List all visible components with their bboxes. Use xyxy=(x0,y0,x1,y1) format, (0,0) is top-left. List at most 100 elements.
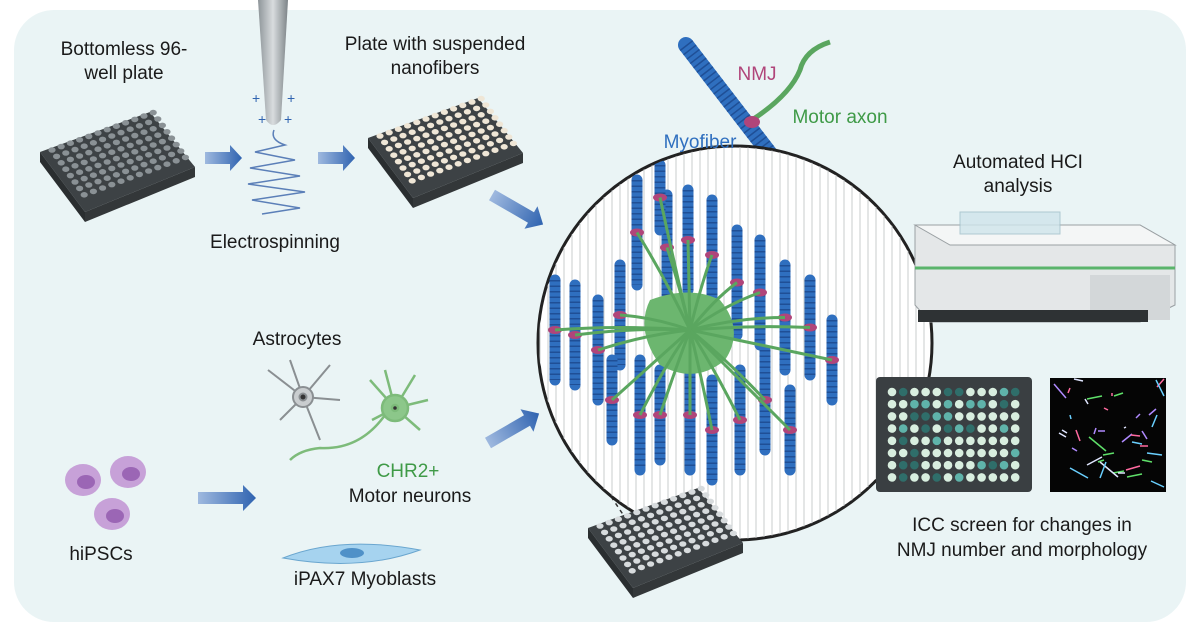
neurite xyxy=(1071,447,1078,452)
well xyxy=(637,532,645,538)
well xyxy=(468,99,476,105)
well xyxy=(966,448,975,458)
hipscs-label: hiPSCs xyxy=(69,544,132,565)
well xyxy=(473,105,481,112)
well xyxy=(381,139,389,146)
well xyxy=(57,143,65,150)
well xyxy=(943,424,953,433)
well xyxy=(422,132,430,138)
well xyxy=(399,149,407,155)
well xyxy=(988,412,998,421)
well xyxy=(624,545,632,551)
neurite xyxy=(1084,398,1089,405)
well xyxy=(431,129,439,135)
well xyxy=(670,496,678,502)
motor-axon xyxy=(658,197,692,331)
well xyxy=(966,424,975,433)
motor-neuron-icon xyxy=(289,369,429,461)
well xyxy=(413,119,421,126)
well xyxy=(454,128,462,135)
well xyxy=(112,155,120,162)
well xyxy=(463,157,471,164)
well xyxy=(158,155,166,161)
motor-axon xyxy=(658,329,692,416)
well xyxy=(679,541,687,547)
well xyxy=(99,152,107,159)
well xyxy=(103,126,111,133)
well xyxy=(459,151,467,157)
well xyxy=(716,527,724,534)
well xyxy=(647,512,655,519)
well xyxy=(463,125,471,131)
well xyxy=(135,155,143,161)
well xyxy=(633,509,641,516)
well xyxy=(943,436,953,446)
well xyxy=(404,139,412,145)
well xyxy=(66,140,74,146)
well xyxy=(154,164,162,171)
well xyxy=(112,139,120,146)
well xyxy=(112,123,120,129)
well xyxy=(89,140,97,146)
motor-axon xyxy=(688,329,714,431)
well xyxy=(53,153,61,160)
well xyxy=(887,473,897,482)
screen-results-plate xyxy=(876,377,1032,492)
well xyxy=(408,145,416,152)
well xyxy=(108,165,116,172)
well xyxy=(898,399,908,409)
well xyxy=(482,102,490,108)
well xyxy=(445,115,453,122)
plate1-label-line1: Bottomless 96- xyxy=(61,39,188,60)
well xyxy=(921,387,930,397)
well xyxy=(385,129,393,136)
well xyxy=(158,122,166,129)
neurite xyxy=(1150,480,1165,488)
well xyxy=(454,144,462,151)
well xyxy=(647,561,655,567)
well xyxy=(408,178,416,184)
neurite xyxy=(1061,429,1068,434)
well xyxy=(898,387,908,397)
well xyxy=(697,485,705,492)
well xyxy=(683,515,691,521)
well xyxy=(140,145,148,152)
well xyxy=(674,518,682,525)
neurite xyxy=(1131,441,1143,445)
well xyxy=(647,545,655,551)
motor-axon xyxy=(688,328,792,432)
well xyxy=(154,116,162,122)
well xyxy=(431,112,439,119)
well xyxy=(122,136,130,142)
well xyxy=(145,152,153,158)
myofiber-label: Myofiber xyxy=(664,132,738,153)
well xyxy=(921,448,930,458)
well xyxy=(943,399,953,409)
well xyxy=(94,146,102,152)
well xyxy=(624,513,632,519)
well xyxy=(117,146,125,152)
well xyxy=(404,155,412,161)
well xyxy=(999,473,1009,482)
well xyxy=(126,142,134,149)
well xyxy=(122,120,130,126)
well xyxy=(103,143,111,149)
well xyxy=(966,399,975,409)
well xyxy=(131,149,139,155)
well xyxy=(80,159,88,166)
well xyxy=(89,156,97,162)
motor-axon xyxy=(574,327,691,337)
well xyxy=(628,535,636,542)
well xyxy=(473,138,481,144)
well xyxy=(71,146,79,153)
well xyxy=(610,542,618,548)
well xyxy=(943,473,953,482)
well xyxy=(482,150,490,157)
well xyxy=(697,518,705,524)
well xyxy=(601,529,609,536)
well xyxy=(619,555,627,561)
well xyxy=(693,495,701,502)
well xyxy=(966,387,975,397)
neurite xyxy=(1148,408,1157,416)
well xyxy=(954,399,964,409)
